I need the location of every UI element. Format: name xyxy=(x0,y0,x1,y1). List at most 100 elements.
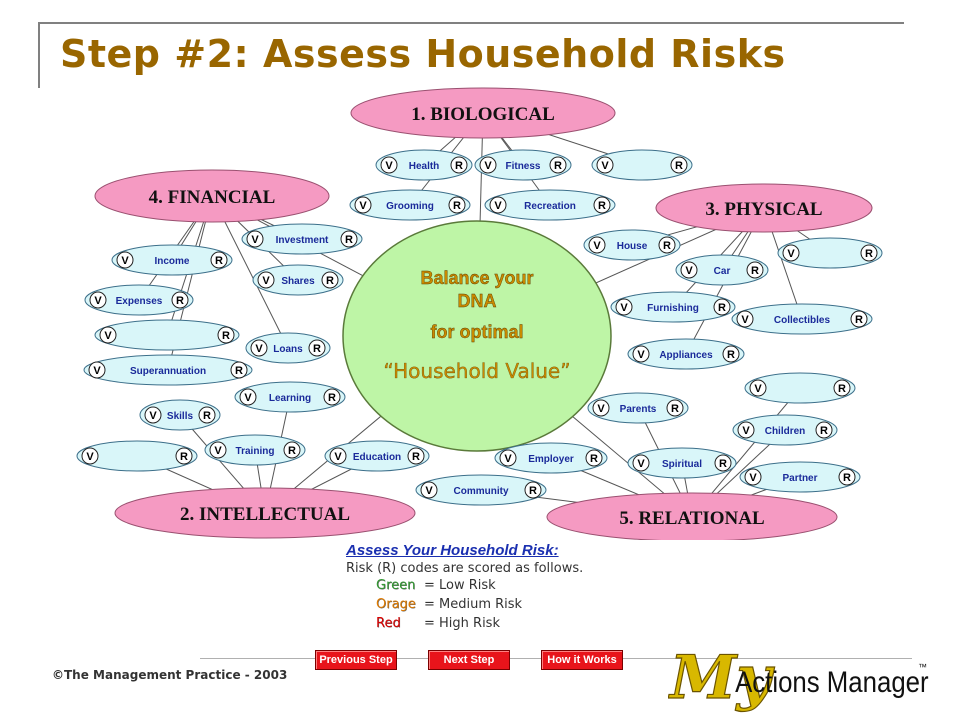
legend-word-red: Red xyxy=(376,616,401,631)
category-label: 2. INTELLECTUAL xyxy=(180,504,350,525)
value-badge-circle xyxy=(99,326,117,344)
center-line-2: DNA xyxy=(458,291,497,311)
risk-badge: R xyxy=(412,451,420,463)
risk-badge-circle xyxy=(524,481,542,499)
item-ellipse xyxy=(583,229,681,261)
legend-row-orange: Orage= Medium Risk xyxy=(346,595,583,614)
item-ellipse xyxy=(241,223,363,255)
risk-badge: R xyxy=(663,240,671,252)
item-ellipse xyxy=(76,440,198,472)
risk-badge: R xyxy=(554,160,562,172)
item-ellipse xyxy=(84,284,194,316)
value-badge-circle xyxy=(246,230,264,248)
value-badge-circle xyxy=(499,449,517,467)
legend-heading: Assess Your Household Risk: xyxy=(346,542,559,559)
category-ellipse xyxy=(350,87,616,139)
risk-badge-circle xyxy=(746,261,764,279)
value-badge-circle xyxy=(88,361,106,379)
item-ellipse xyxy=(252,264,344,296)
value-badge-circle xyxy=(257,271,275,289)
item-ellipse xyxy=(94,319,240,351)
item-ellipse xyxy=(627,338,745,370)
value-badge-circle xyxy=(588,236,606,254)
risk-badge: R xyxy=(288,445,296,457)
item-label: Grooming xyxy=(386,201,434,212)
risk-badge-circle xyxy=(217,326,235,344)
value-badge-circle xyxy=(749,379,767,397)
logo-tm: ™ xyxy=(918,662,927,672)
item-label: Furnishing xyxy=(647,303,699,314)
risk-badge: R xyxy=(838,383,846,395)
risk-badge: R xyxy=(326,275,334,287)
value-badge: V xyxy=(93,365,101,377)
legend-meaning-red: = High Risk xyxy=(424,616,500,631)
risk-badge-circle xyxy=(171,291,189,309)
risk-badge: R xyxy=(718,302,726,314)
item-node-education[interactable]: V R Education xyxy=(324,440,430,472)
item-label: Education xyxy=(353,452,401,463)
risk-badge: R xyxy=(222,330,230,342)
legend-word-orange: Orage xyxy=(376,597,416,612)
value-badge-circle xyxy=(632,345,650,363)
actions-manager-logo: My Actions Manager ™ xyxy=(668,642,929,713)
legend-word-green: Green xyxy=(376,578,416,593)
category-intellectual: 2. INTELLECTUAL xyxy=(114,487,416,539)
item-ellipse xyxy=(324,440,430,472)
item-label: Income xyxy=(154,256,189,267)
item-label: Learning xyxy=(269,393,311,404)
value-badge-circle xyxy=(479,156,497,174)
value-badge-circle xyxy=(680,261,698,279)
category-label: 4. FINANCIAL xyxy=(149,187,276,208)
how-it-works-button[interactable]: How it Works xyxy=(541,650,623,670)
value-badge-circle xyxy=(420,481,438,499)
value-badge-circle xyxy=(592,399,610,417)
value-badge: V xyxy=(214,445,222,457)
value-badge: V xyxy=(244,392,252,404)
slide-title: Step #2: Assess Household Risks xyxy=(60,32,786,76)
category-financial: 4. FINANCIAL xyxy=(94,169,330,223)
risk-badge-circle xyxy=(210,251,228,269)
risk-badge: R xyxy=(345,234,353,246)
risk-badge: R xyxy=(176,295,184,307)
risk-badge-circle xyxy=(407,447,425,465)
risk-badge-circle xyxy=(850,310,868,328)
risk-badge: R xyxy=(727,349,735,361)
value-badge-circle xyxy=(81,447,99,465)
value-badge: V xyxy=(484,160,492,172)
value-badge: V xyxy=(334,451,342,463)
next-step-button[interactable]: Next Step xyxy=(428,650,510,670)
value-badge: V xyxy=(787,248,795,260)
risk-badge-circle xyxy=(593,196,611,214)
previous-step-button[interactable]: Previous Step xyxy=(315,650,397,670)
